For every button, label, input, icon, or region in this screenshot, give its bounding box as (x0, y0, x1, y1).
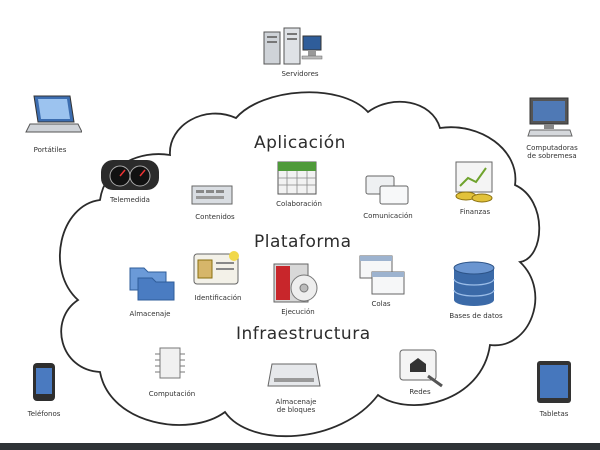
runtime-disc-icon (273, 263, 318, 303)
laptop-icon (25, 95, 82, 133)
application-layer-title: Aplicación (254, 133, 346, 153)
block-storage-label-line2: de bloques (276, 406, 316, 414)
gauge-icon (101, 160, 159, 190)
desktops-label-line2: de sobremesa (527, 152, 577, 160)
compute-chip-icon (155, 347, 185, 379)
speech-bubbles-icon (365, 175, 409, 205)
database-label: Bases de datos (449, 312, 503, 320)
calendar-icon (277, 161, 317, 195)
folders-icon (129, 267, 175, 301)
infrastructure-layer-title: Infraestructura (236, 324, 371, 344)
object-storage-label: Almacenaje (129, 310, 171, 318)
phones-label: Teléfonos (27, 410, 61, 418)
servers-icon (263, 27, 323, 65)
queue-label: Colas (371, 300, 391, 308)
finance-label: Finanzas (459, 208, 491, 216)
block-storage-label-line1: Almacenaje (275, 398, 317, 406)
monitoring-label: Telemedida (110, 196, 150, 204)
desktops-label-line1: Computadoras (526, 144, 578, 152)
queue-windows-icon (359, 255, 405, 295)
content-icon (191, 185, 233, 205)
tablets-label: Tabletas (539, 410, 569, 418)
finance-chart-icon (455, 161, 493, 203)
compute-label: Computación (148, 390, 196, 398)
id-card-icon (193, 251, 239, 285)
platform-layer-title: Plataforma (254, 232, 352, 252)
bottom-border (0, 443, 600, 450)
content-label: Contenidos (195, 213, 235, 221)
collaboration-label: Colaboración (276, 200, 322, 208)
block-storage-icon (267, 363, 321, 387)
phone-icon (33, 363, 55, 401)
network-label: Redes (409, 388, 431, 396)
identity-label: Identificación (194, 294, 242, 302)
database-icon (453, 261, 495, 306)
network-icon (399, 349, 443, 388)
tablet-icon (537, 361, 571, 403)
laptops-label: Portátiles (33, 146, 67, 154)
runtime-label: Ejecución (281, 308, 315, 316)
communication-label: Comunicación (363, 212, 413, 220)
desktop-icon (527, 97, 573, 137)
servers-label: Servidores (281, 70, 319, 78)
